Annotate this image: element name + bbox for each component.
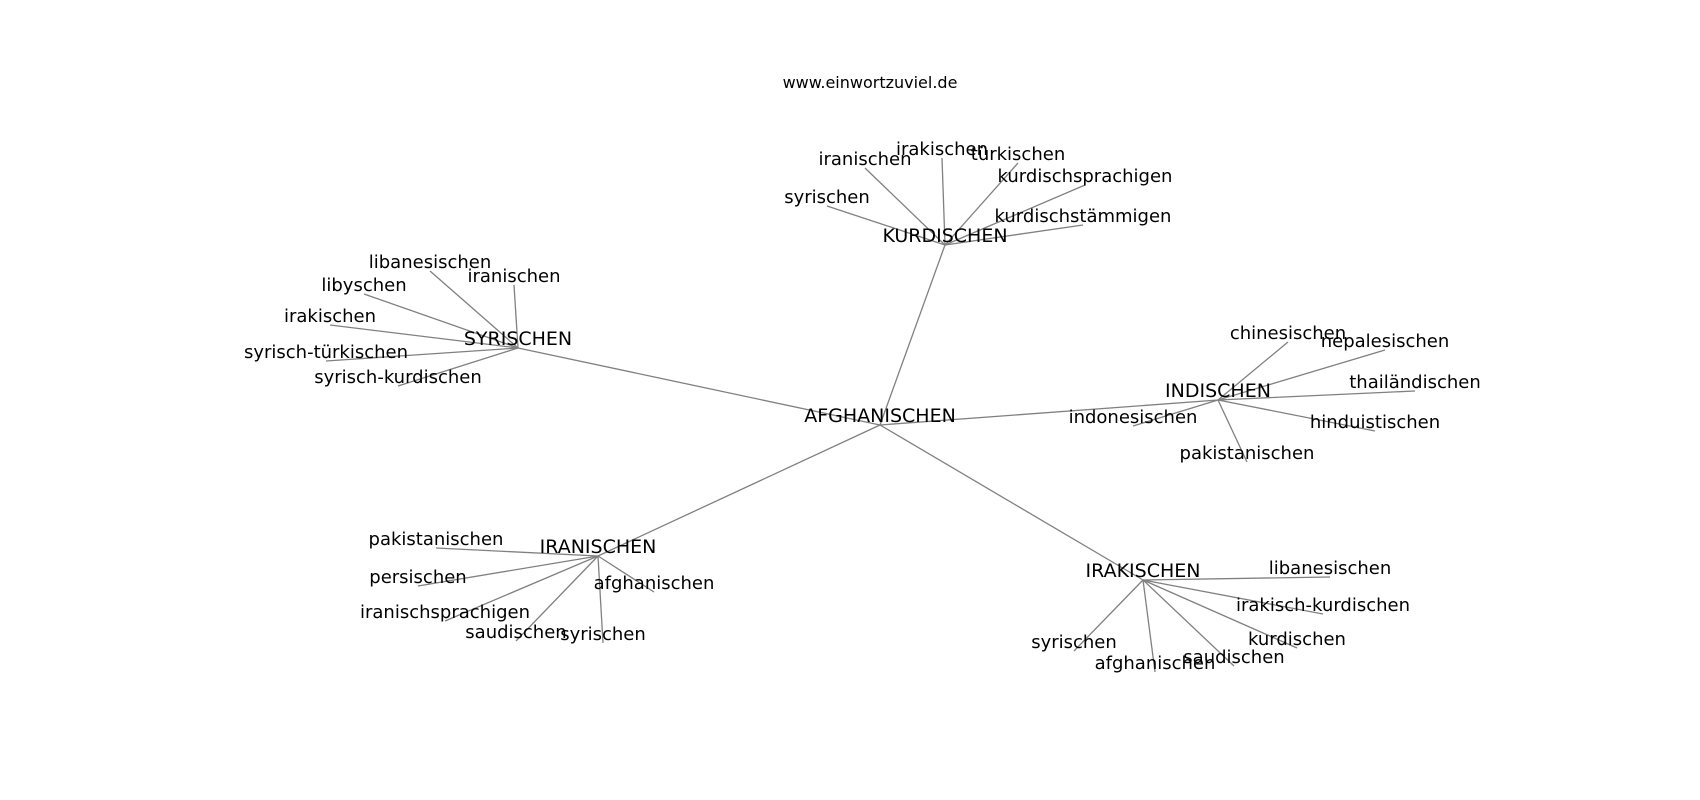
leaf-node-label: libanesischen [1269, 558, 1391, 579]
edge-hub-leaf [1217, 399, 1376, 432]
leaf-node-label: syrischen [560, 624, 646, 645]
edge-center-hub [597, 424, 881, 557]
edge-hub-leaf [944, 162, 1019, 246]
hub-node-label: KURDISCHEN [882, 225, 1007, 247]
leaf-node-label: saudischen [465, 622, 566, 643]
edge-hub-leaf [444, 555, 599, 622]
leaf-node-label: kurdischen [1248, 629, 1346, 650]
leaf-node-label: afghanischen [1095, 653, 1216, 674]
leaf-node-label: kurdischstämmigen [995, 206, 1172, 227]
edge-hub-leaf [864, 167, 946, 246]
leaf-node-label: saudischen [1183, 647, 1284, 668]
edge-hub-leaf [1217, 399, 1248, 463]
source-url: www.einwortzuviel.de [783, 73, 958, 92]
leaf-node-label: irakischen [896, 139, 988, 160]
edge-center-hub [879, 399, 1219, 426]
leaf-node-label: libyschen [321, 275, 406, 296]
edge-hub-leaf [515, 555, 599, 642]
leaf-node-label: iranischen [467, 266, 560, 287]
hub-node-label: IRAKISCHEN [1086, 560, 1201, 582]
edge-center-hub [879, 424, 1144, 581]
leaf-node-label: nepalesischen [1321, 331, 1450, 352]
edge-hub-leaf [325, 347, 519, 362]
edge-hub-leaf [363, 293, 519, 349]
edge-hub-leaf [826, 205, 946, 246]
edge-hub-leaf [1142, 579, 1298, 649]
edge-hub-leaf [513, 284, 519, 349]
edge-center-hub [879, 244, 946, 426]
edge-hub-leaf [397, 347, 519, 387]
leaf-node-label: indonesischen [1069, 407, 1198, 428]
edge-hub-leaf [1142, 579, 1324, 615]
edge-hub-leaf [597, 555, 604, 644]
edge-hub-leaf [1142, 579, 1235, 667]
edge-hub-leaf [1142, 579, 1156, 673]
leaf-node-label: irakischen [284, 306, 376, 327]
leaf-node-label: pakistanischen [369, 529, 504, 550]
leaf-node-label: syrisch-türkischen [244, 342, 408, 363]
leaf-node-label: libanesischen [369, 252, 491, 273]
edge-hub-leaf [597, 555, 655, 593]
edge-hub-leaf [1142, 576, 1331, 581]
hub-node-label: IRANISCHEN [540, 536, 657, 558]
leaf-node-label: iranischen [818, 149, 911, 170]
edge-hub-leaf [944, 224, 1084, 246]
edge-hub-leaf [1217, 390, 1416, 401]
leaf-node-label: syrischen [1031, 632, 1117, 653]
edge-hub-leaf [417, 555, 599, 587]
leaf-node-label: iranischsprachigen [360, 602, 530, 623]
hub-node-label: SYRISCHEN [464, 328, 572, 350]
leaf-node-label: syrischen [784, 187, 870, 208]
edge-hub-leaf [329, 324, 519, 349]
edges-layer [325, 157, 1416, 673]
leaf-node-label: chinesischen [1230, 323, 1346, 344]
center-node-label: AFGHANISCHEN [804, 405, 956, 427]
edge-hub-leaf [944, 184, 1086, 246]
edge-hub-leaf [429, 270, 519, 349]
leaf-node-label: afghanischen [594, 573, 715, 594]
leaf-node-label: kurdischsprachigen [998, 166, 1173, 187]
edge-hub-leaf [941, 157, 946, 246]
edge-hub-leaf [435, 547, 599, 557]
edge-hub-leaf [1217, 349, 1386, 401]
leaf-node-label: hinduistischen [1310, 412, 1440, 433]
hub-node-label: INDISCHEN [1165, 380, 1271, 402]
leaf-node-label: irakisch-kurdischen [1236, 595, 1410, 616]
leaf-node-label: türkischen [971, 144, 1065, 165]
labels-layer: iranischenirakischentürkischensyrischenk… [244, 139, 1481, 674]
leaf-node-label: thailändischen [1349, 372, 1481, 393]
edge-hub-leaf [1132, 399, 1219, 427]
edge-hub-leaf [1217, 341, 1289, 401]
leaf-node-label: syrisch-kurdischen [314, 367, 482, 388]
leaf-node-label: pakistanischen [1180, 443, 1315, 464]
edge-center-hub [517, 347, 881, 426]
leaf-node-label: persischen [369, 567, 466, 588]
edge-hub-leaf [1073, 579, 1144, 652]
